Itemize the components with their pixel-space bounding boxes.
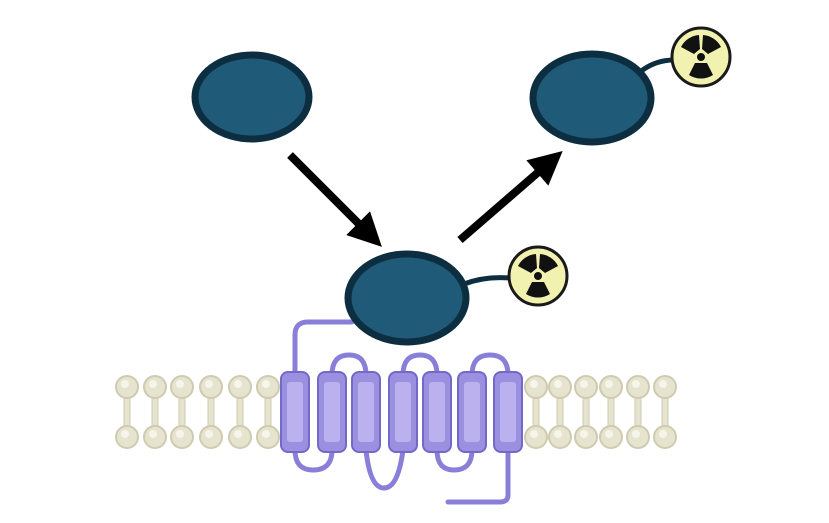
phospholipid [199, 375, 223, 449]
dissociation-arrow [457, 150, 563, 244]
phospholipid [574, 375, 598, 449]
gpcr-receptor [292, 319, 511, 505]
label-tether [463, 275, 511, 287]
phospholipid [170, 375, 194, 449]
phospholipid [524, 375, 548, 449]
radioactive-icon [670, 26, 732, 88]
phospholipid [599, 375, 623, 449]
transmembrane-helix [351, 371, 381, 453]
intracellular-loop-1 [292, 447, 335, 473]
intracellular-loop-3 [434, 447, 475, 473]
label-tether [638, 57, 675, 74]
radiolabeled-ligand-free [529, 50, 655, 146]
phospholipid [256, 375, 280, 449]
c-terminus [445, 447, 511, 505]
transmembrane-helix [493, 371, 523, 453]
phospholipid [548, 375, 572, 449]
phospholipid [143, 375, 167, 449]
n-terminus [292, 319, 355, 378]
binding-arrow [287, 152, 382, 247]
transmembrane-helix [457, 371, 487, 453]
extracellular-loop-3 [469, 352, 511, 378]
lipid-bilayer [115, 375, 677, 449]
transmembrane-helix [422, 371, 452, 453]
phospholipid [228, 375, 252, 449]
radiolabeled-ligand-bound [344, 250, 470, 346]
radioactive-icon [507, 245, 569, 307]
transmembrane-helix [317, 371, 347, 453]
phospholipid [626, 375, 650, 449]
transmembrane-helix [388, 371, 418, 453]
transmembrane-helices [280, 371, 523, 453]
phospholipid [115, 375, 139, 449]
intracellular-loop-2 [363, 447, 406, 491]
unlabeled-ligand [191, 51, 313, 143]
extracellular-loop-2 [400, 352, 440, 378]
extracellular-loop-1 [329, 352, 369, 378]
transmembrane-helix [280, 371, 310, 453]
phospholipid [653, 375, 677, 449]
